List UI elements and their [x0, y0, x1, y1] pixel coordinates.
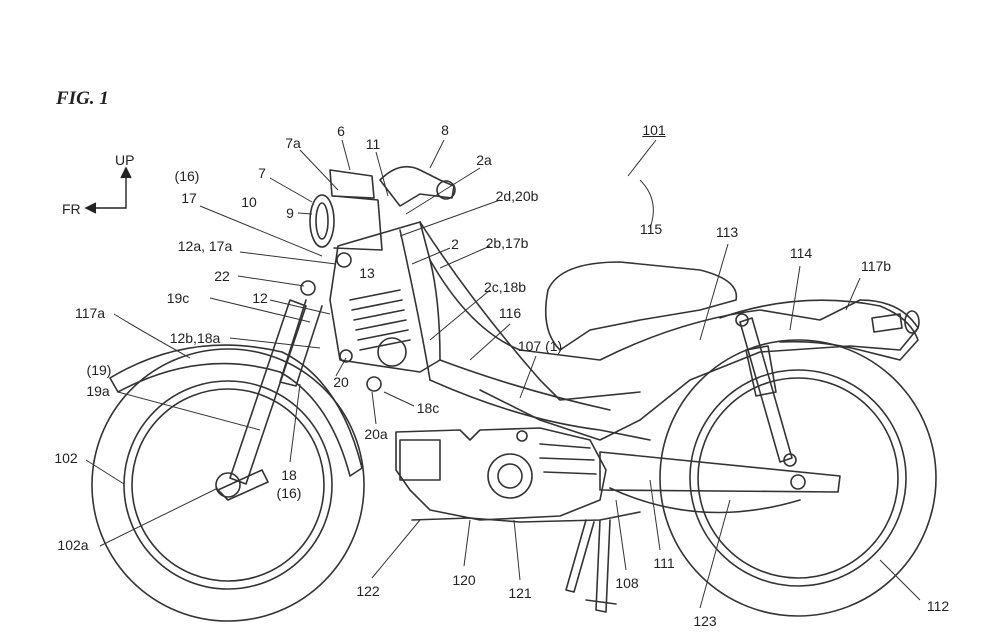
callout-c113: 113 [715, 224, 739, 240]
callout-c2c18b: 2c,18b [483, 279, 527, 295]
rear-fender [719, 299, 919, 361]
callout-c6: 6 [337, 123, 345, 139]
front-fork [217, 299, 323, 501]
callout-c117a: 117a [74, 305, 106, 321]
callout-c123: 123 [693, 613, 717, 629]
direction-up-label: UP [115, 152, 135, 168]
swing-arm [599, 451, 841, 514]
callout-c102a: 102a [57, 537, 89, 553]
callout-c116: 116 [498, 305, 522, 321]
callout-c20a: 20a [364, 426, 388, 442]
callout-c22: 22 [214, 268, 230, 284]
callout-c19a: 19a [86, 383, 110, 399]
callout-c108: 108 [615, 575, 639, 591]
callout-c120: 120 [452, 572, 476, 588]
direction-front-label: FR [62, 201, 81, 217]
callout-c12: 12 [252, 290, 268, 306]
callout-c9: 9 [286, 205, 294, 221]
callout-c18c: 18c [416, 400, 440, 416]
callout-c20: 20 [333, 374, 349, 390]
main-frame [329, 221, 651, 441]
callout-c18: 18 [281, 467, 297, 483]
callout-c13: 13 [359, 265, 375, 281]
callout-c2b17b: 2b,17b [485, 235, 529, 251]
callout-c16a: (16) [174, 168, 200, 184]
front-wheel [91, 348, 365, 622]
callout-c111: 111 [653, 555, 675, 571]
engine-unit [395, 427, 607, 521]
callout-c2d20b: 2d,20b [495, 188, 539, 204]
callout-c7a: 7a [285, 135, 301, 151]
callout-c19: (19) [86, 362, 112, 378]
leader-lines [85, 139, 921, 609]
seat [544, 261, 738, 351]
direction-indicator [84, 166, 132, 214]
callout-c112: 112 [926, 598, 950, 614]
callout-c19c: 19c [166, 290, 190, 306]
callout-c2: 2 [451, 236, 459, 252]
callout-c12a17a: 12a, 17a [177, 238, 233, 254]
rear-wheel [659, 339, 937, 617]
callout-c16b: (16) [276, 485, 302, 501]
figure-title: FIG. 1 [56, 88, 109, 109]
callout-c10: 10 [241, 194, 257, 210]
muffler-tip [871, 310, 920, 334]
front-fender [109, 344, 363, 477]
callout-c17: 17 [181, 190, 197, 206]
callout-c114: 114 [789, 245, 813, 261]
callout-c2a: 2a [476, 152, 492, 168]
callout-c107: 107 (1) [517, 338, 563, 354]
callout-c115: 115 [639, 221, 663, 237]
callout-c12b18a: 12b,18a [169, 330, 221, 346]
kickstand [565, 519, 617, 613]
callout-c11: 11 [365, 136, 381, 152]
callout-c8: 8 [441, 122, 449, 138]
callout-c7: 7 [258, 165, 266, 181]
callout-c102: 102 [54, 450, 78, 466]
callout-c122: 122 [356, 583, 380, 599]
callout-c117b: 117b [860, 258, 892, 274]
front-suspension-spring [300, 252, 411, 392]
exhaust-pipe [411, 511, 641, 523]
rear-shock-absorber [735, 313, 797, 467]
callout-c121: 121 [508, 585, 532, 601]
callout-c101: 101 [642, 122, 666, 138]
headlight-handlebar [309, 165, 456, 251]
